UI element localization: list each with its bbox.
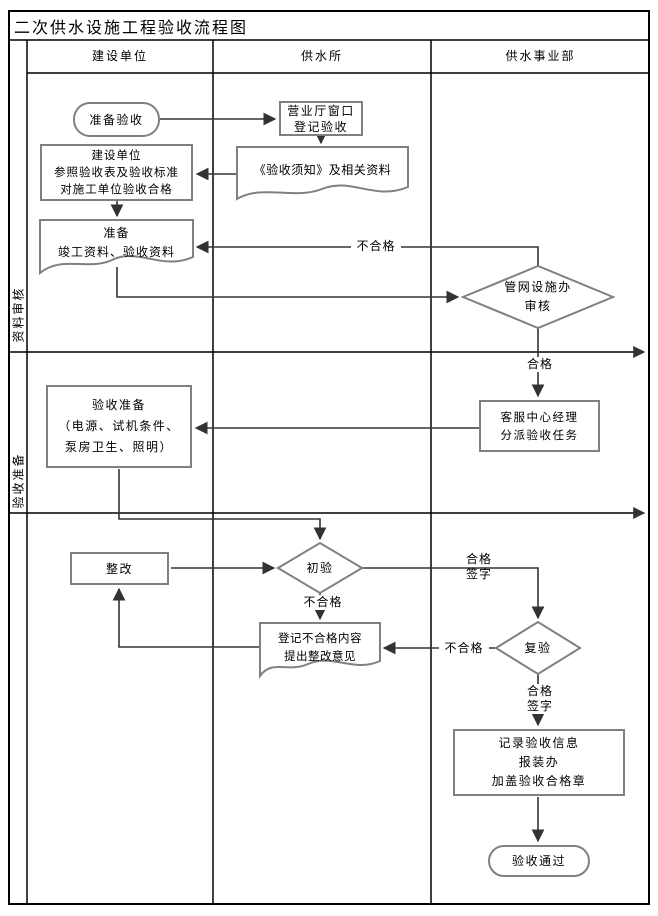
- edge-label-pass-sign-first: 合格 签字: [465, 552, 492, 581]
- phase-label-acceptance-prep-text: 验收准备: [11, 451, 26, 509]
- node-record-info: 记录验收信息 报装办 加盖验收合格章: [453, 729, 625, 796]
- diamond-shape-pipe-review: [460, 264, 616, 330]
- edge-preparedoc-to-pipereview: [116, 267, 460, 304]
- diamond-shape-first-check: [276, 541, 364, 595]
- node-record-fail-text: 登记不合格内容 提出整改意见: [278, 631, 362, 663]
- node-end: 验收通过: [488, 845, 590, 877]
- node-recheck-text: 复验: [524, 641, 552, 655]
- document-shape-notice: [236, 146, 409, 201]
- outer-border: [8, 10, 650, 905]
- node-start: 准备验收: [73, 102, 160, 137]
- edge-label-pass-sign-recheck: 合格 签字: [522, 684, 558, 714]
- document-shape-record-fail: [259, 622, 381, 680]
- node-rectify: 整改: [70, 552, 169, 585]
- diamond-shape-recheck: [494, 620, 582, 676]
- edge-label-pass-review: 合格: [523, 357, 557, 372]
- document-shape-prepare: [39, 219, 194, 276]
- phase-label-document-review-text: 资料审核: [11, 285, 26, 343]
- lane-header-water-supply-dept: 供水事业部: [505, 49, 576, 63]
- node-manager-assign: 客服中心经理 分派验收任务: [479, 400, 600, 452]
- edge-label-fail-top: 不合格: [351, 239, 401, 254]
- lane-header-construction-unit: 建设单位: [91, 49, 148, 63]
- edge-pipereview-fail-return: [195, 240, 539, 266]
- phase-label-document-review: 资料审核: [8, 283, 27, 345]
- edge-firstcheck-pass-to-recheck: [362, 567, 545, 620]
- edge-recordfail-to-rectify: [112, 587, 260, 648]
- node-notice-doc-text: 《验收须知》及相关资料: [253, 163, 392, 177]
- node-register: 营业厅窗口 登记验收: [279, 101, 363, 136]
- node-prepare-doc-text: 准备 竣工资料、验收资料: [57, 226, 175, 259]
- edge-prep-to-firstcheck: [118, 469, 327, 541]
- phase-label-acceptance-prep: 验收准备: [8, 449, 27, 511]
- node-first-check-text: 初验: [306, 561, 334, 575]
- node-acceptance-prep: 验收准备 （电源、试机条件、 泵房卫生、照明）: [46, 385, 192, 468]
- node-self-check: 建设单位 参照验收表及验收标准 对施工单位验收合格: [40, 144, 193, 201]
- edge-label-fail-first: 不合格: [298, 595, 348, 610]
- lane-header-water-supply-station: 供水所: [300, 49, 343, 63]
- page-title: 二次供水设施工程验收流程图: [14, 18, 249, 37]
- node-pipe-review-text: 管网设施办 审核: [504, 280, 572, 313]
- edge-label-fail-recheck: 不合格: [439, 641, 489, 656]
